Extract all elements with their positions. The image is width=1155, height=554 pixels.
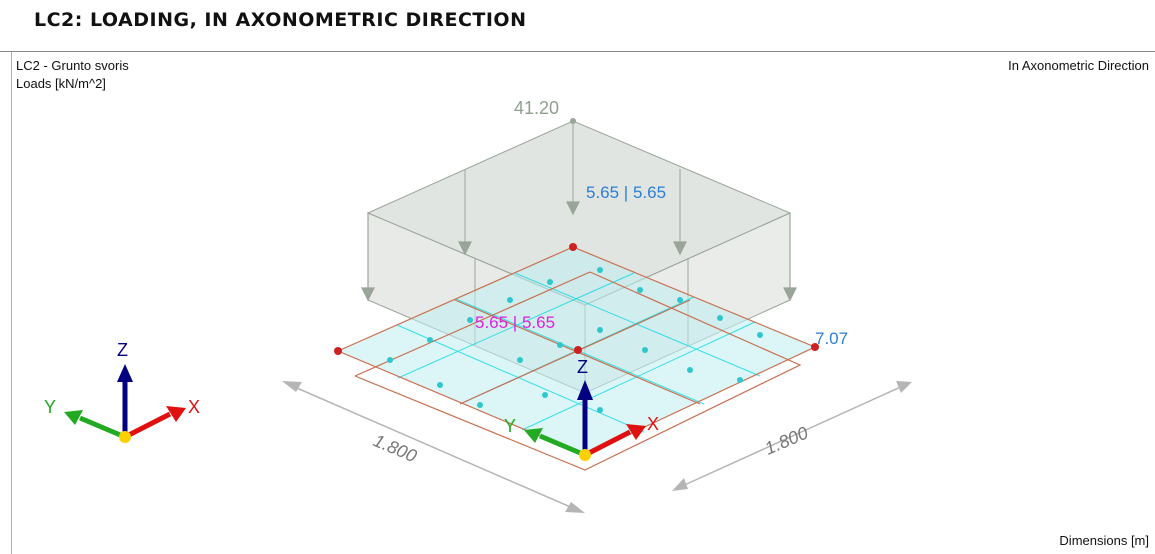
dimension-left-label: 1.800	[370, 430, 419, 466]
axis-z-label: Z	[117, 340, 128, 360]
axis-x-label: X	[188, 397, 200, 417]
title-bar: LC2: LOADING, IN AXONOMETRIC DIRECTION	[0, 0, 1155, 52]
local-axis-z-label: Z	[577, 357, 588, 377]
units-label: Loads [kN/m^2]	[16, 76, 106, 91]
dimension-lines	[282, 381, 912, 513]
local-axis-y-label: Y	[504, 416, 516, 436]
page-title: LC2: LOADING, IN AXONOMETRIC DIRECTION	[34, 9, 527, 31]
dimensions-label: Dimensions [m]	[1059, 533, 1149, 548]
left-border	[11, 52, 12, 554]
fe-mesh	[334, 243, 819, 471]
right-result-label: 7.07	[815, 329, 848, 348]
direction-label: In Axonometric Direction	[1008, 58, 1149, 73]
local-axis-triad: Z X Y	[504, 357, 659, 461]
local-axis-x-label: X	[647, 414, 659, 434]
load-case-label: LC2 - Grunto svoris	[16, 58, 129, 73]
dimension-right-label: 1.800	[762, 423, 811, 459]
axis-y-label: Y	[44, 397, 56, 417]
middle-result-label: 5.65 | 5.65	[475, 313, 555, 332]
top-result-label: 5.65 | 5.65	[586, 183, 666, 202]
load-value-label: 41.20	[514, 98, 559, 118]
load-arrows	[361, 201, 797, 302]
global-axis-triad: Z X Y	[44, 340, 200, 443]
